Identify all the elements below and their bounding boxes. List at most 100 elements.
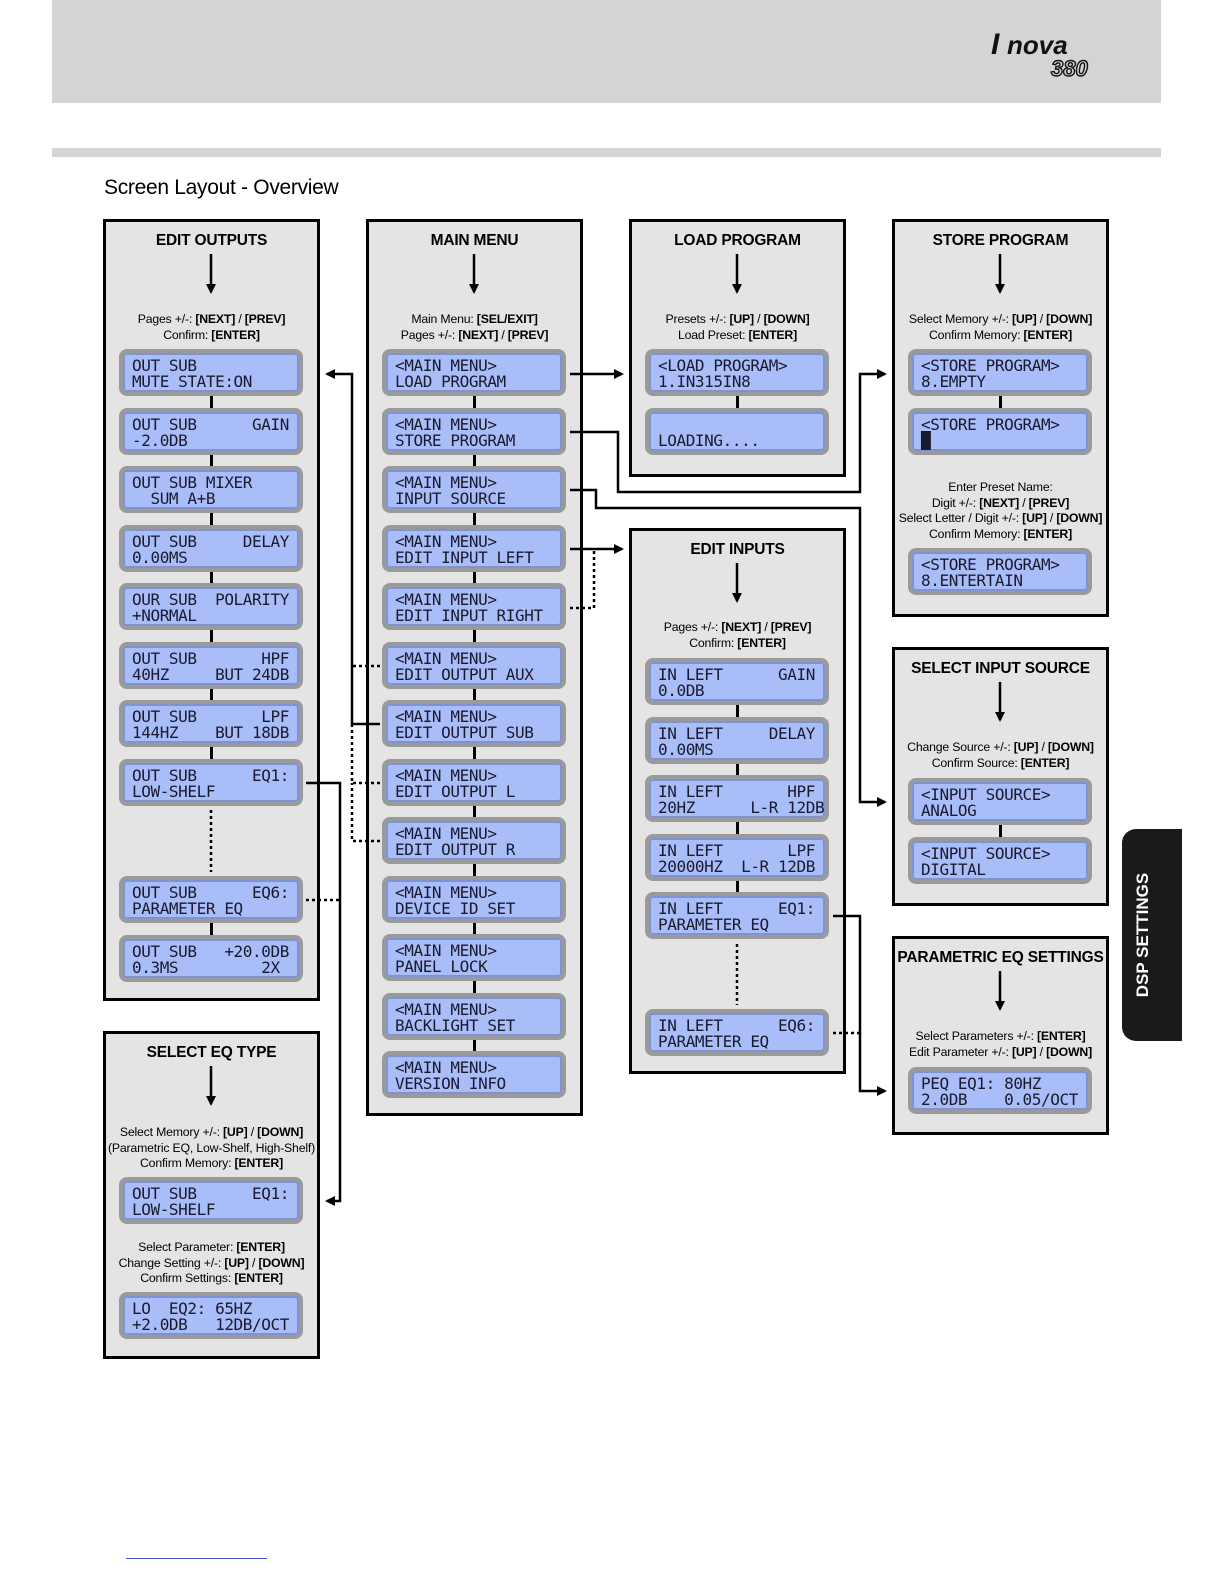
note-text: Digit +/-: bbox=[931, 495, 980, 510]
note-line: Main Menu: [SEL/EXIT] bbox=[366, 312, 583, 328]
lcd-line-1: OUT SUB EQ1: bbox=[132, 766, 289, 785]
lcd-line-2: PANEL LOCK bbox=[395, 957, 488, 976]
main-menu-lcd: <MAIN MENU>EDIT OUTPUT SUB bbox=[382, 700, 566, 747]
lcd-connector bbox=[210, 747, 213, 759]
main-menu-lcd: <MAIN MENU>BACKLIGHT SET bbox=[382, 992, 566, 1040]
note-text: Change Setting +/-: bbox=[118, 1255, 225, 1270]
note-line: Pages +/-: [NEXT] / [PREV] bbox=[103, 312, 320, 328]
main-menu-lcd: <MAIN MENU>VERSION INFO bbox=[382, 1051, 566, 1098]
lcd-connector bbox=[473, 454, 476, 466]
lcd-line-1: <MAIN MENU> bbox=[395, 590, 497, 609]
note-text: Presets +/-: bbox=[665, 312, 730, 326]
key-label: [UP] bbox=[1022, 511, 1047, 526]
lcd-line-1: <INPUT SOURCE> bbox=[921, 785, 1051, 804]
note-line: Confirm Source: [ENTER] bbox=[892, 756, 1109, 772]
note-line: Enter Preset Name: bbox=[892, 480, 1109, 496]
store-program-title: STORE PROGRAM bbox=[932, 232, 1069, 249]
key-label: [ENTER] bbox=[737, 635, 786, 650]
lcd-connector bbox=[473, 396, 476, 408]
main-menu-instructions: Main Menu: [SEL/EXIT]Pages +/-: [NEXT] /… bbox=[366, 312, 583, 343]
lcd-line-2: EDIT OUTPUT SUB bbox=[395, 723, 534, 742]
key-label: [DOWN] bbox=[1046, 1044, 1093, 1059]
lcd-line-2: -2.0DB bbox=[132, 431, 188, 450]
lcd-line-1: OUT SUB GAIN bbox=[132, 415, 289, 434]
lcd-connector bbox=[473, 571, 476, 583]
lcd-connector bbox=[999, 396, 1002, 408]
note-text: Confirm: bbox=[163, 327, 212, 342]
lcd-connector bbox=[210, 689, 213, 700]
edit-inputs-title: EDIT INPUTS bbox=[690, 541, 785, 558]
store-program-lcd: <STORE PROGRAM>8.EMPTY bbox=[908, 349, 1092, 396]
note-text: Confirm Memory: bbox=[929, 526, 1024, 541]
note-text: / bbox=[498, 327, 508, 342]
lcd-line-1: <STORE PROGRAM> bbox=[921, 555, 1060, 574]
lcd-line-2: 0.00MS bbox=[132, 548, 188, 567]
note-text: Pages +/-: bbox=[137, 312, 196, 326]
note-text: Select Memory +/-: bbox=[119, 1125, 224, 1139]
page-header bbox=[52, 0, 1161, 103]
lcd-connector bbox=[473, 688, 476, 700]
key-label: [ENTER] bbox=[748, 327, 798, 342]
lcd-connector bbox=[999, 825, 1002, 837]
eq-settings-lcd: LO EQ2: 65HZ+2.0DB 12DB/OCT bbox=[119, 1292, 303, 1339]
footer-link-underline bbox=[126, 1558, 267, 1559]
lcd-line-1: <MAIN MENU> bbox=[395, 941, 497, 960]
load-program-instructions: Presets +/-: [UP] / [DOWN]Load Preset: [… bbox=[629, 312, 846, 343]
lcd-line-1: <MAIN MENU> bbox=[395, 648, 497, 668]
note-line: Confirm Memory: [ENTER] bbox=[103, 1156, 320, 1172]
note-text: Select Parameter: bbox=[138, 1240, 237, 1254]
lcd-line-2: LOADING.... bbox=[658, 431, 760, 450]
parametric-eq-instructions: Select Parameters +/-: [ENTER]Edit Param… bbox=[892, 1029, 1109, 1060]
main-menu-lcd: <MAIN MENU>INPUT SOURCE bbox=[382, 466, 566, 513]
edit-outputs-lcd: OUT SUB EQ6:PARAMETER EQ bbox=[119, 876, 303, 923]
lcd-line-1: IN LEFT EQ1: bbox=[658, 899, 815, 918]
lcd-connector bbox=[473, 630, 476, 642]
lcd-connector bbox=[736, 822, 739, 834]
lcd-line-2: +2.0DB 12DB/OCT bbox=[132, 1315, 289, 1334]
lcd-line-1: <MAIN MENU> bbox=[395, 356, 497, 375]
store-program-name-instructions: Enter Preset Name:Digit +/-: [NEXT] / [P… bbox=[892, 480, 1109, 542]
edit-outputs-lcd: OUT SUB MIXER SUM A+B bbox=[119, 466, 303, 513]
note-text: Pages +/-: bbox=[663, 620, 722, 634]
lcd-connector bbox=[473, 747, 476, 759]
lcd-line-2: 8.EMPTY bbox=[921, 372, 986, 391]
lcd-line-1: <STORE PROGRAM> bbox=[921, 356, 1060, 375]
inova-380-logo: I nova 380 bbox=[991, 28, 1089, 80]
svg-text:380: 380 bbox=[1051, 56, 1088, 80]
lcd-line-2: 0.00MS bbox=[658, 740, 714, 759]
lcd-connector bbox=[473, 981, 476, 993]
lcd-connector bbox=[473, 922, 476, 934]
eq-settings-instructions: Select Parameter: [ENTER]Change Setting … bbox=[103, 1240, 320, 1287]
key-label: [SEL/EXIT] bbox=[476, 312, 538, 326]
key-label: [NEXT] bbox=[195, 312, 236, 326]
note-line: Change Source +/-: [UP] / [DOWN] bbox=[892, 740, 1109, 756]
lcd-line-1: OUT SUB LPF bbox=[132, 707, 289, 726]
lcd-connector bbox=[736, 881, 739, 892]
lcd-connector bbox=[210, 923, 213, 935]
key-label: [ENTER] bbox=[1020, 755, 1070, 770]
lcd-line-2: EDIT OUTPUT L bbox=[395, 781, 516, 801]
lcd-line-1: <MAIN MENU> bbox=[395, 414, 497, 434]
main-menu-lcd: <MAIN MENU>EDIT OUTPUT R bbox=[382, 817, 566, 864]
key-label: [NEXT] bbox=[979, 495, 1019, 510]
note-text: / bbox=[1036, 312, 1047, 326]
lcd-line-2: 20000HZ L-R 12DB bbox=[658, 857, 815, 876]
note-text: / bbox=[247, 1125, 258, 1139]
note-text: / bbox=[235, 312, 245, 326]
loading-lcd: LOADING.... bbox=[645, 408, 829, 455]
key-label: [PREV] bbox=[244, 312, 286, 326]
lcd-line-1: OUT SUB bbox=[132, 356, 197, 375]
main-menu-lcd: <MAIN MENU>LOAD PROGRAM bbox=[382, 349, 566, 396]
select-eq-type-title: SELECT EQ TYPE bbox=[146, 1044, 277, 1061]
note-text: Load Preset: bbox=[677, 327, 749, 342]
note-text: Confirm Memory: bbox=[140, 1156, 235, 1171]
lcd-connector bbox=[736, 764, 739, 775]
store-program-saved-lcd: <STORE PROGRAM>8.ENTERTAIN bbox=[908, 548, 1092, 595]
lcd-line-2: INPUT SOURCE bbox=[395, 489, 506, 508]
lcd-line-1: LO EQ2: 65HZ bbox=[132, 1299, 253, 1318]
eq-type-lcd: OUT SUB EQ1:LOW-SHELF bbox=[119, 1177, 303, 1224]
